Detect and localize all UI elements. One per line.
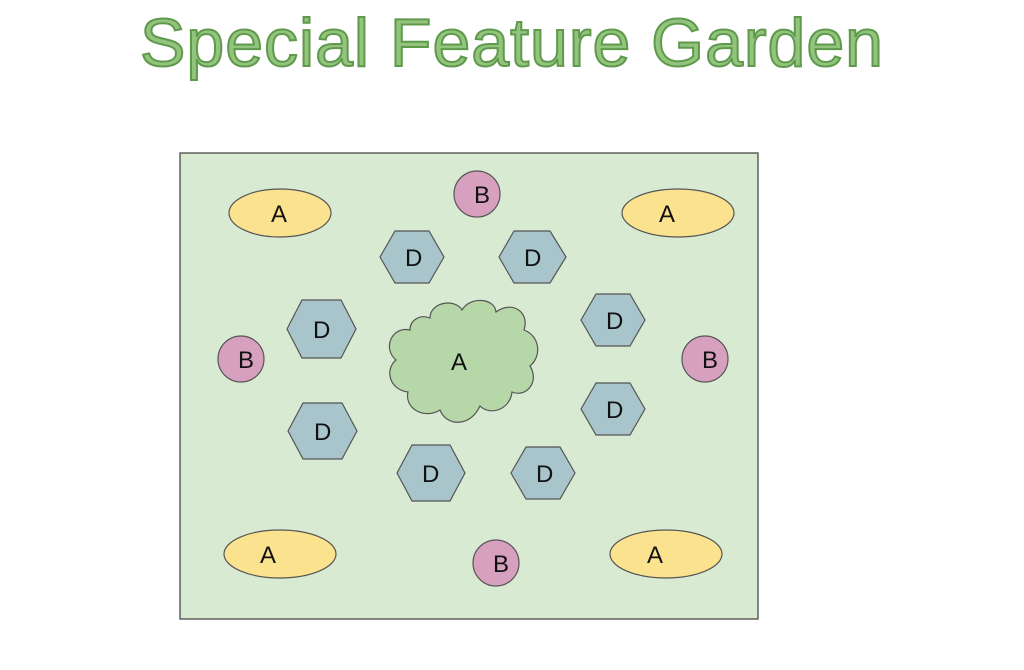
plant-d-label: D	[524, 245, 541, 272]
plant-b-top: B	[453, 170, 501, 218]
plant-d-1: D	[379, 230, 445, 284]
plant-d-label: D	[422, 461, 439, 488]
plant-a-label: A	[659, 201, 675, 228]
plant-d-3: D	[286, 299, 357, 359]
page-title: Special Feature Garden	[139, 4, 884, 82]
centerpiece-shrub: A	[388, 299, 539, 423]
plant-b-label: B	[238, 347, 254, 374]
plant-d-4: D	[580, 293, 646, 347]
plant-d-label: D	[405, 245, 422, 272]
plant-d-label: D	[313, 317, 330, 344]
plant-b-bottom: B	[472, 539, 520, 587]
plant-d-label: D	[536, 461, 553, 488]
centerpiece-label: A	[451, 349, 467, 376]
plant-d-6: D	[287, 402, 358, 460]
plant-a-label: A	[260, 542, 276, 569]
plant-b-label: B	[493, 551, 509, 578]
plant-b-label: B	[474, 182, 490, 209]
plant-d-2: D	[498, 230, 567, 284]
plant-b-label: B	[702, 347, 718, 374]
plant-a-bottom-left: A	[223, 529, 337, 579]
plant-b-left: B	[217, 335, 265, 383]
plant-d-label: D	[606, 397, 623, 424]
plant-b-right: B	[681, 335, 729, 383]
plant-d-7: D	[396, 444, 466, 502]
plant-d-8: D	[510, 446, 576, 500]
plant-a-label: A	[647, 542, 663, 569]
plant-a-top-left: A	[228, 188, 332, 238]
plant-a-bottom-right: A	[609, 529, 723, 579]
plant-a-label: A	[271, 201, 287, 228]
plant-a-top-right: A	[621, 188, 735, 238]
plant-d-label: D	[314, 419, 331, 446]
plant-d-label: D	[606, 308, 623, 335]
plant-d-5: D	[580, 382, 646, 436]
